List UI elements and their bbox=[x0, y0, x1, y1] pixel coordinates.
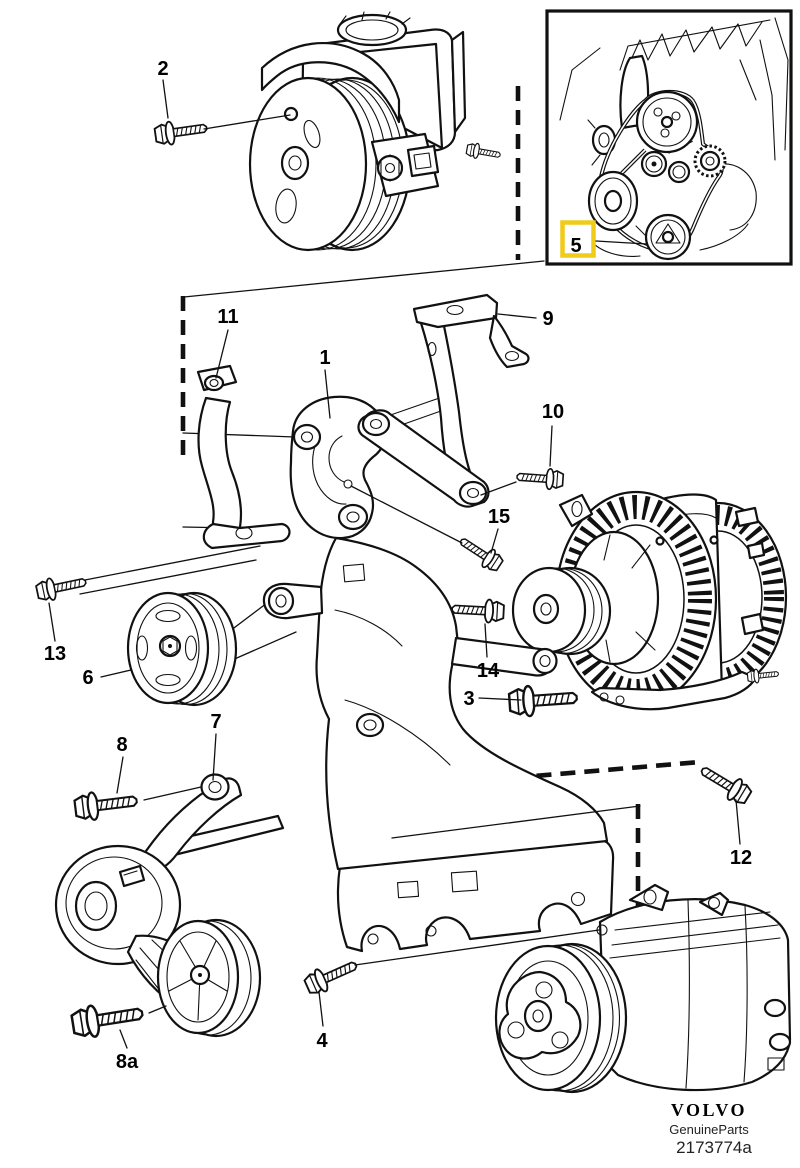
callout-5: 5 bbox=[570, 235, 581, 257]
rear-strap-bracket bbox=[196, 364, 291, 550]
callout-2: 2 bbox=[157, 58, 168, 80]
upper-u-bracket bbox=[381, 293, 530, 495]
callout-9: 9 bbox=[542, 308, 553, 330]
callouts: 1 2 3 4 5 6 7 8 8a 9 10 11 12 13 14 15 bbox=[44, 58, 752, 1073]
callout-3: 3 bbox=[463, 688, 474, 710]
belt-tensioner bbox=[54, 773, 285, 1038]
power-steering-pump bbox=[248, 11, 467, 252]
volvo-logo: VOLVO bbox=[671, 1100, 747, 1120]
link-plate bbox=[357, 409, 490, 508]
main-mounting-bracket bbox=[262, 395, 615, 953]
footer-branding: VOLVO GenuineParts 2173774a bbox=[669, 1100, 752, 1157]
inset-highlight-box bbox=[560, 220, 596, 258]
bracket-web bbox=[315, 536, 609, 871]
callout-7: 7 bbox=[210, 711, 221, 733]
inset-leader-5 bbox=[595, 240, 648, 245]
callout-1: 1 bbox=[319, 347, 330, 369]
bracket-lower-plate bbox=[336, 837, 615, 953]
callout-13: 13 bbox=[44, 643, 66, 665]
callout-6: 6 bbox=[82, 667, 93, 689]
inset-pulleys bbox=[587, 90, 727, 261]
callout-11: 11 bbox=[217, 306, 238, 328]
callout-10: 10 bbox=[542, 401, 564, 423]
inset-belt-routing-box bbox=[545, 9, 793, 266]
alternator-top-lug bbox=[558, 493, 594, 528]
alternator bbox=[511, 490, 788, 711]
pump-bracket-hood bbox=[260, 42, 401, 124]
callout-12: 12 bbox=[730, 847, 752, 869]
idler-pulley bbox=[126, 591, 238, 707]
pump-port bbox=[406, 144, 440, 178]
alternator-foot bbox=[590, 670, 758, 711]
compressor-body bbox=[598, 898, 792, 1092]
ac-compressor bbox=[494, 883, 792, 1094]
genuine-parts-label: GenuineParts bbox=[669, 1122, 749, 1137]
tensioner-pivot-boss bbox=[200, 773, 230, 801]
leader-lines bbox=[48, 79, 741, 1049]
callout-8a: 8a bbox=[116, 1051, 139, 1073]
part-number: 2173774a bbox=[676, 1138, 752, 1157]
callout-15: 15 bbox=[488, 506, 510, 528]
callout-14: 14 bbox=[477, 660, 500, 682]
callout-8: 8 bbox=[116, 734, 127, 756]
callout-4: 4 bbox=[316, 1030, 328, 1052]
